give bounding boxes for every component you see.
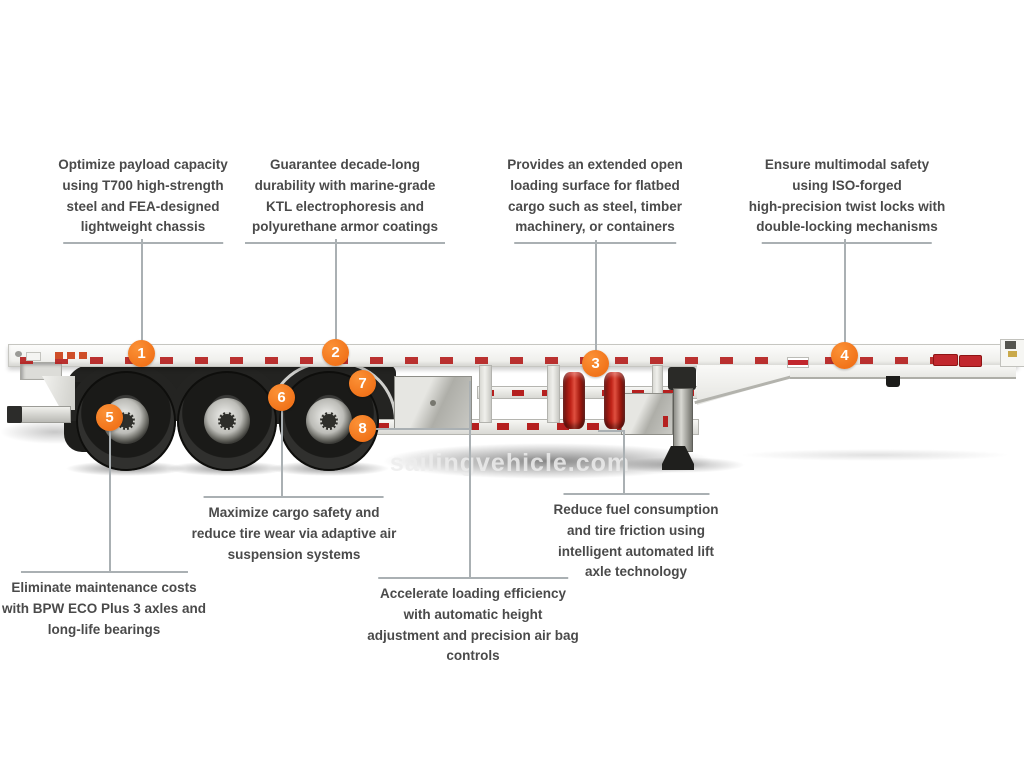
lower-beam-reflectors (377, 423, 694, 430)
front-reflector (959, 355, 982, 367)
callout-text-line: high-precision twist locks with (748, 198, 946, 214)
callout-underline (513, 242, 676, 245)
callout-text-line: Accelerate loading efficiency (379, 586, 567, 601)
callout-text-line: with automatic height (403, 606, 543, 622)
leader-connector-lift-axle (598, 430, 625, 432)
hotspot-marker-7: 7 (349, 370, 376, 397)
rear-license-plate (26, 352, 41, 361)
leader-line-3 (595, 240, 597, 364)
front-reflector (933, 354, 958, 366)
side-reflector-strip (20, 357, 995, 364)
callout-underline (63, 242, 223, 245)
callout-text-line: lightweight chassis (80, 219, 206, 235)
front-corner-casting (1005, 341, 1016, 349)
callout-overline (20, 571, 188, 573)
callout-text-line: Reduce fuel consumption (553, 502, 719, 517)
callout-text-line: durability with marine-grade (254, 177, 436, 193)
callout-lift-axle: Reduce fuel consumption and tire frictio… (553, 493, 719, 583)
watermark: sailingvehicle.com (389, 449, 631, 477)
callout-air-suspension: Maximize cargo safety and reduce tire we… (191, 496, 397, 565)
callout-text-line: using T700 high-strength (62, 177, 224, 193)
callout-overline (377, 577, 568, 579)
rear-marker-dot (15, 351, 22, 357)
aluminum-toolbox-right (621, 393, 673, 435)
callout-text-line: intelligent automated lift (557, 543, 715, 559)
callout-text-line: polyurethane armor coatings (251, 219, 439, 235)
kingpin (886, 376, 900, 387)
callout-text-line: Provides an extended open (507, 157, 683, 172)
front-amber-light (1008, 351, 1017, 357)
toolbox-latch (430, 400, 436, 406)
callout-text-line: machinery, or containers (515, 219, 675, 235)
toolbox-reflector (663, 416, 668, 427)
callout-underline (762, 242, 932, 245)
hotspot-marker-1: 1 (128, 340, 155, 367)
frame-strut (479, 365, 492, 423)
callout-text-line: suspension systems (227, 546, 361, 562)
rear-web-plate (42, 376, 75, 410)
trailer-ground-shadow (383, 443, 713, 479)
air-tank-red (563, 372, 585, 429)
hotspot-marker-5: 5 (96, 404, 123, 431)
landing-gear-leg (673, 388, 693, 452)
gooseneck-shadow (740, 449, 1010, 461)
wheel-hub-axle3 (320, 412, 338, 430)
rear-tail-lights (55, 352, 87, 359)
callout-coatings: Guarantee decade-long durability with ma… (245, 155, 445, 245)
leader-line-6 (281, 398, 283, 497)
hotspot-marker-2: 2 (322, 339, 349, 366)
callout-text-line: Optimize payload capacity (58, 157, 228, 172)
landing-gear-gearbox (668, 367, 696, 390)
callout-text-line: with BPW ECO Plus 3 axles and (1, 600, 207, 616)
callout-underline (245, 242, 445, 245)
callout-text-line: adjustment and precision air bag (367, 627, 579, 643)
leader-line-5 (109, 418, 111, 572)
frame-strut (547, 365, 560, 423)
callout-text-line: Guarantee decade-long (269, 157, 421, 172)
callout-text-line: reduce tire wear via adaptive air (191, 525, 397, 541)
callout-text-line: using ISO-forged (792, 177, 902, 193)
callout-text-line: Maximize cargo safety and (208, 505, 380, 520)
callout-text-line: axle technology (584, 564, 688, 580)
hotspot-marker-8: 8 (349, 415, 376, 442)
leader-line-1 (141, 239, 143, 354)
leader-connector-8 (363, 428, 470, 430)
leader-line-4 (844, 239, 846, 356)
air-tank-red (604, 372, 625, 429)
callout-text-line: long-life bearings (47, 621, 161, 637)
leader-line-lift-axle (623, 431, 625, 494)
callout-payload-chassis: Optimize payload capacity using T700 hig… (58, 155, 228, 245)
callout-text-line: loading surface for flatbed (510, 177, 680, 193)
callout-text-line: controls (446, 648, 500, 664)
callout-text-line: KTL electrophoresis and (265, 198, 425, 214)
callout-overline (562, 493, 709, 495)
hotspot-marker-4: 4 (831, 342, 858, 369)
leader-line-2 (335, 239, 337, 353)
callout-text-line: Eliminate maintenance costs (11, 580, 197, 595)
callout-text-line: double-locking mechanisms (756, 219, 938, 235)
callout-text-line: Ensure multimodal safety (764, 157, 930, 172)
callout-twist-locks: Ensure multimodal safety using ISO-forge… (748, 155, 946, 245)
mid-beam-reflectors (482, 390, 694, 396)
callout-text-line: cargo such as steel, timber (507, 198, 683, 214)
callout-text-line: steel and FEA-designed (66, 198, 220, 214)
callout-loading-surface: Provides an extended open loading surfac… (507, 155, 683, 245)
hotspot-marker-6: 6 (268, 384, 295, 411)
gooseneck-web (790, 365, 1016, 379)
callout-overline (203, 496, 384, 498)
hotspot-marker-3: 3 (582, 350, 609, 377)
callout-axles-bearings: Eliminate maintenance costs with BPW ECO… (2, 571, 206, 640)
callout-text-line: and tire friction using (566, 522, 706, 538)
wheel-hub-axle2 (218, 412, 236, 430)
side-marker-lamp (787, 357, 809, 368)
callout-air-bag-controls: Accelerate loading efficiency with autom… (367, 577, 579, 667)
leader-line-7-8 (469, 381, 471, 578)
rear-bumper-end-cap (7, 406, 22, 423)
